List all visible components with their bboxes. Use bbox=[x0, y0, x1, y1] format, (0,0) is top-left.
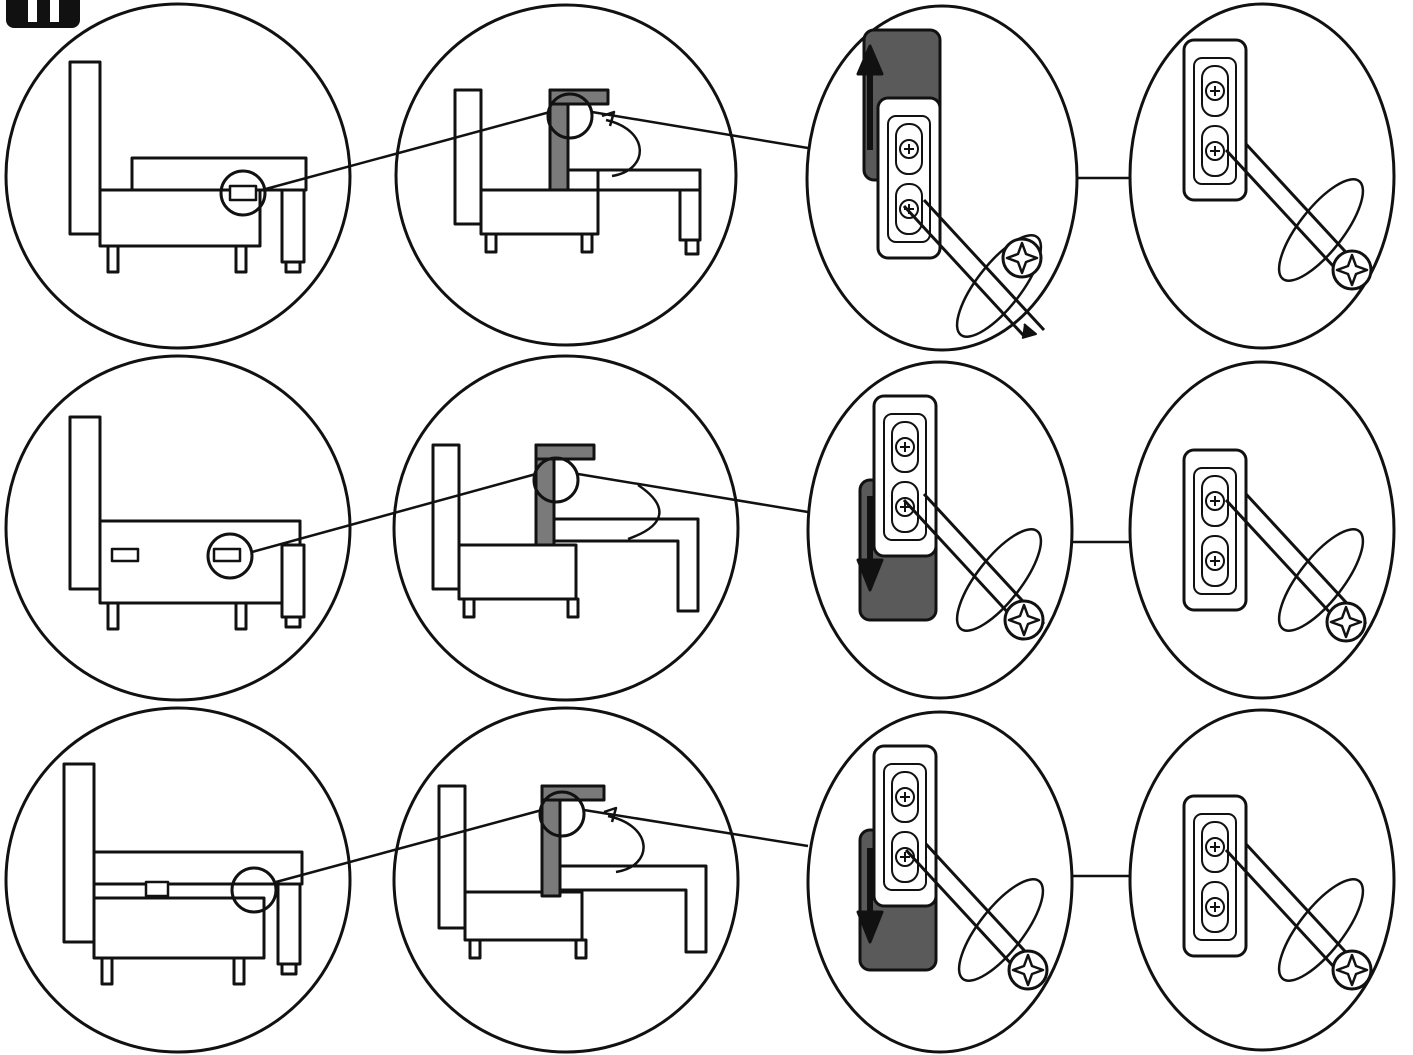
callout-leader-line bbox=[275, 808, 543, 884]
direction-arrow-head bbox=[856, 44, 884, 76]
callout-leader-line bbox=[261, 110, 551, 192]
final-state-ellipse bbox=[1128, 2, 1396, 350]
callout-leader-line bbox=[591, 110, 809, 150]
step-number-badge bbox=[6, 0, 80, 28]
bracket-detail-ellipse bbox=[805, 4, 1079, 352]
direction-arrow-head bbox=[856, 558, 884, 592]
detail-callout-circle bbox=[532, 456, 580, 504]
phillips-screw-head-icon bbox=[1007, 949, 1049, 991]
detail-callout-circle bbox=[230, 866, 278, 914]
row-3 bbox=[4, 706, 1396, 1054]
callout-leader-line bbox=[577, 472, 809, 514]
step-number-glyph-bar bbox=[50, 0, 59, 22]
bracket-icon bbox=[1182, 448, 1248, 612]
detail-callout-circle bbox=[219, 169, 267, 217]
phillips-screw-head-icon bbox=[1331, 249, 1373, 291]
row-1 bbox=[4, 2, 1396, 352]
phillips-screw-head-icon bbox=[1331, 949, 1373, 991]
phillips-screw-head-icon bbox=[1325, 601, 1367, 643]
detail-callout-circle bbox=[546, 92, 594, 140]
direction-arrow-head bbox=[856, 910, 884, 944]
bracket-in-bed bbox=[228, 184, 258, 202]
callout-leader-line bbox=[251, 472, 537, 554]
bracket-icon bbox=[1182, 794, 1248, 958]
bracket-icon bbox=[1182, 38, 1248, 202]
callout-leader-line bbox=[583, 808, 809, 848]
detail-callout-circle bbox=[206, 532, 254, 580]
phillips-screw-head-icon bbox=[1003, 599, 1045, 641]
phillips-screw-head-icon bbox=[1001, 237, 1043, 279]
bracket-detail-ellipse bbox=[806, 710, 1074, 1054]
detail-callout-circle bbox=[538, 790, 586, 838]
row-2 bbox=[4, 354, 1396, 702]
bracket-icon bbox=[872, 394, 938, 558]
step-number-glyph-bar bbox=[28, 0, 37, 22]
bracket-icon bbox=[872, 744, 938, 908]
